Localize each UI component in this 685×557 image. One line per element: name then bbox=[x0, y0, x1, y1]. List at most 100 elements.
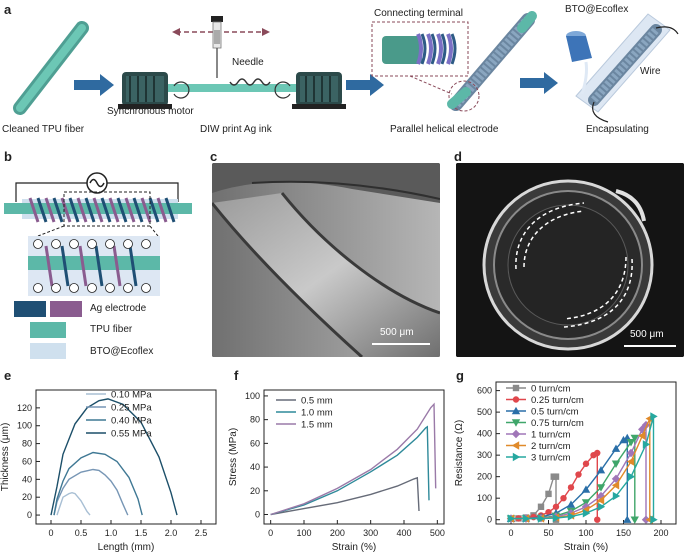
data-point bbox=[581, 502, 591, 511]
x-tick-label: 2.5 bbox=[195, 528, 208, 538]
series-line bbox=[270, 402, 437, 516]
series-line bbox=[50, 398, 178, 516]
y-tick-label: 40 bbox=[250, 462, 260, 472]
legend-label: 0 turn/cm bbox=[531, 384, 571, 395]
sem-image-cross-section: 500 μm bbox=[456, 163, 684, 357]
legend-swatch-ag-dark bbox=[14, 301, 46, 317]
data-point bbox=[594, 449, 601, 457]
x-tick-label: 1.5 bbox=[135, 528, 148, 538]
y-tick-label: 0 bbox=[487, 515, 492, 525]
data-point bbox=[581, 485, 591, 493]
plot-frame bbox=[35, 389, 217, 525]
x-tick-label: 200 bbox=[330, 528, 345, 538]
data-point bbox=[560, 494, 567, 502]
scale-label-c: 500 μm bbox=[380, 327, 414, 338]
data-point bbox=[566, 500, 576, 508]
y-tick-label: 200 bbox=[477, 472, 492, 482]
data-point bbox=[611, 474, 621, 484]
y-tick-label: 80 bbox=[22, 439, 32, 449]
caption-cleaned-tpu-fiber: Cleaned TPU fiber bbox=[2, 124, 85, 135]
caption-parallel-helical: Parallel helical electrode bbox=[390, 124, 499, 135]
data-point bbox=[537, 503, 545, 510]
flow-arrow-2 bbox=[346, 74, 384, 96]
data-point bbox=[611, 481, 620, 490]
y-axis-label: Resistance (Ω) bbox=[454, 420, 465, 486]
y-tick-label: 400 bbox=[477, 429, 492, 439]
data-point bbox=[545, 490, 552, 498]
caption-connecting-terminal: Connecting terminal bbox=[374, 8, 463, 19]
x-tick-label: 100 bbox=[578, 528, 593, 538]
data-point bbox=[596, 466, 606, 474]
data-point bbox=[522, 514, 531, 523]
y-tick-label: 120 bbox=[17, 403, 32, 413]
series-line bbox=[53, 451, 143, 516]
legend-label: 0.75 turn/cm bbox=[531, 418, 584, 429]
y-tick-label: 100 bbox=[245, 391, 260, 401]
data-point bbox=[594, 516, 601, 523]
panel-b-label: b bbox=[4, 149, 12, 164]
x-tick-label: 0.5 bbox=[75, 528, 88, 538]
legend-marker bbox=[511, 429, 521, 439]
legend-label: 1 turn/cm bbox=[531, 430, 571, 441]
y-tick-label: 500 bbox=[477, 407, 492, 417]
data-point bbox=[552, 513, 561, 523]
scale-bar-c bbox=[372, 343, 430, 345]
legend-swatch-bto bbox=[30, 343, 66, 359]
y-tick-label: 60 bbox=[250, 438, 260, 448]
parallel-helical-electrode bbox=[447, 11, 537, 112]
x-tick-label: 300 bbox=[363, 528, 378, 538]
charge-symbols bbox=[33, 239, 151, 293]
data-point bbox=[641, 420, 651, 430]
legend-swatch-ag-purple bbox=[50, 301, 82, 317]
data-point bbox=[552, 503, 560, 510]
printed-helix bbox=[229, 78, 271, 86]
plot-frame bbox=[263, 389, 445, 525]
data-point bbox=[611, 460, 621, 468]
y-tick-label: 40 bbox=[22, 474, 32, 484]
data-point bbox=[627, 472, 636, 481]
y-tick-label: 0 bbox=[255, 510, 260, 520]
caption-synchronous-motor: Synchronous motor bbox=[107, 106, 194, 117]
x-axis-label: Strain (%) bbox=[564, 542, 608, 553]
x-tick-label: 150 bbox=[616, 528, 631, 538]
data-point bbox=[507, 514, 516, 523]
x-tick-label: 200 bbox=[653, 528, 668, 538]
legend-label: 1.5 mm bbox=[301, 420, 333, 431]
data-point bbox=[623, 515, 632, 523]
fiber-on-motors bbox=[168, 84, 298, 92]
flow-arrow-1 bbox=[74, 74, 114, 96]
legend-label: 0.10 MPa bbox=[111, 390, 152, 401]
panel-d-label: d bbox=[454, 149, 462, 164]
caption-bto-ecoflex: BTO@Ecoflex bbox=[565, 4, 629, 15]
data-point bbox=[575, 471, 582, 478]
panel-b-schematic bbox=[4, 172, 192, 359]
caption-diw-print: DIW print Ag ink bbox=[200, 124, 272, 135]
y-tick-label: 600 bbox=[477, 386, 492, 396]
x-tick-label: 0 bbox=[268, 528, 273, 538]
data-point bbox=[642, 440, 651, 449]
legend-label: 0.25 turn/cm bbox=[531, 395, 584, 406]
panel-f-label: f bbox=[234, 368, 239, 383]
legend-marker bbox=[512, 384, 520, 392]
y-axis-label: Thickness (μm) bbox=[0, 423, 11, 492]
y-tick-label: 0 bbox=[27, 510, 32, 520]
legend-marker bbox=[511, 406, 521, 415]
series-line bbox=[56, 491, 91, 516]
panel-g-label: g bbox=[456, 368, 464, 383]
data-point bbox=[626, 439, 636, 447]
x-tick-label: 400 bbox=[396, 528, 411, 538]
caption-wire: Wire bbox=[640, 66, 661, 77]
data-point bbox=[567, 484, 575, 491]
legend-label: 0.5 turn/cm bbox=[531, 407, 579, 418]
data-point bbox=[582, 460, 590, 467]
caption-encapsulating: Encapsulating bbox=[586, 124, 649, 135]
synchronous-motor-left bbox=[118, 72, 172, 109]
data-point bbox=[630, 434, 639, 443]
data-point bbox=[545, 508, 552, 516]
data-point bbox=[650, 412, 658, 421]
panel-a-label: a bbox=[4, 2, 12, 17]
x-tick-label: 0 bbox=[48, 528, 53, 538]
legend-label: 0.55 MPa bbox=[111, 429, 152, 440]
data-point bbox=[650, 515, 658, 524]
